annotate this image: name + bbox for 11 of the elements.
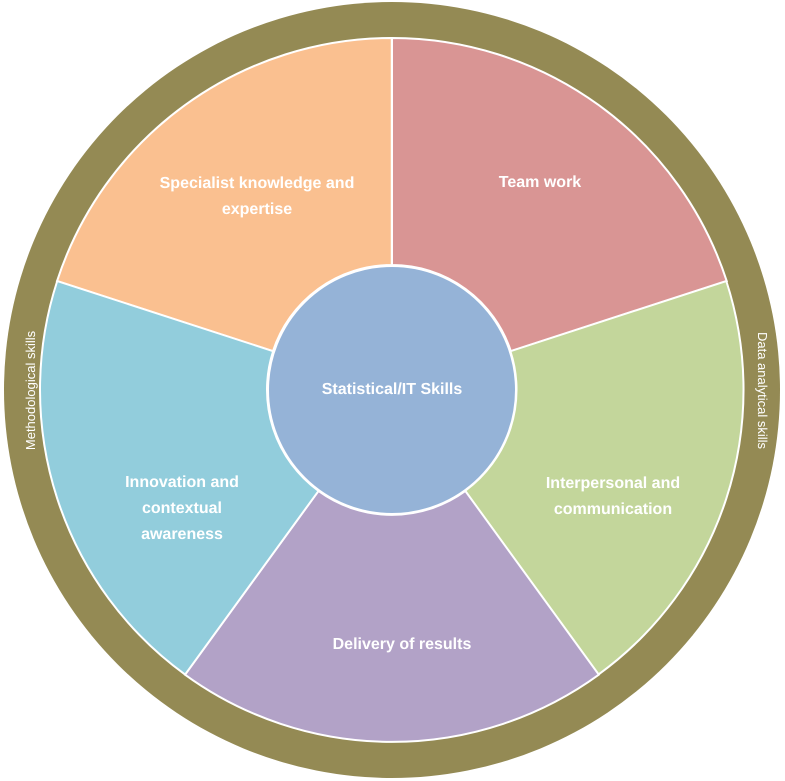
segment-label: Team work	[498, 173, 582, 193]
ring-segment	[57, 38, 392, 352]
segment-label: Specialist knowledge and expertise	[158, 174, 356, 220]
ring-label: Methodological skills	[22, 330, 38, 450]
segment-label: Interpersonal and communication	[544, 474, 682, 520]
ring-label: Data analytical skills	[754, 331, 770, 449]
segment-label: Delivery of results	[332, 634, 472, 655]
segment-label: Innovation and contextual awareness	[124, 472, 240, 545]
ring-segment	[392, 38, 727, 352]
center-label: Statistical/IT Skills	[322, 380, 462, 400]
ring-segment	[40, 281, 319, 675]
